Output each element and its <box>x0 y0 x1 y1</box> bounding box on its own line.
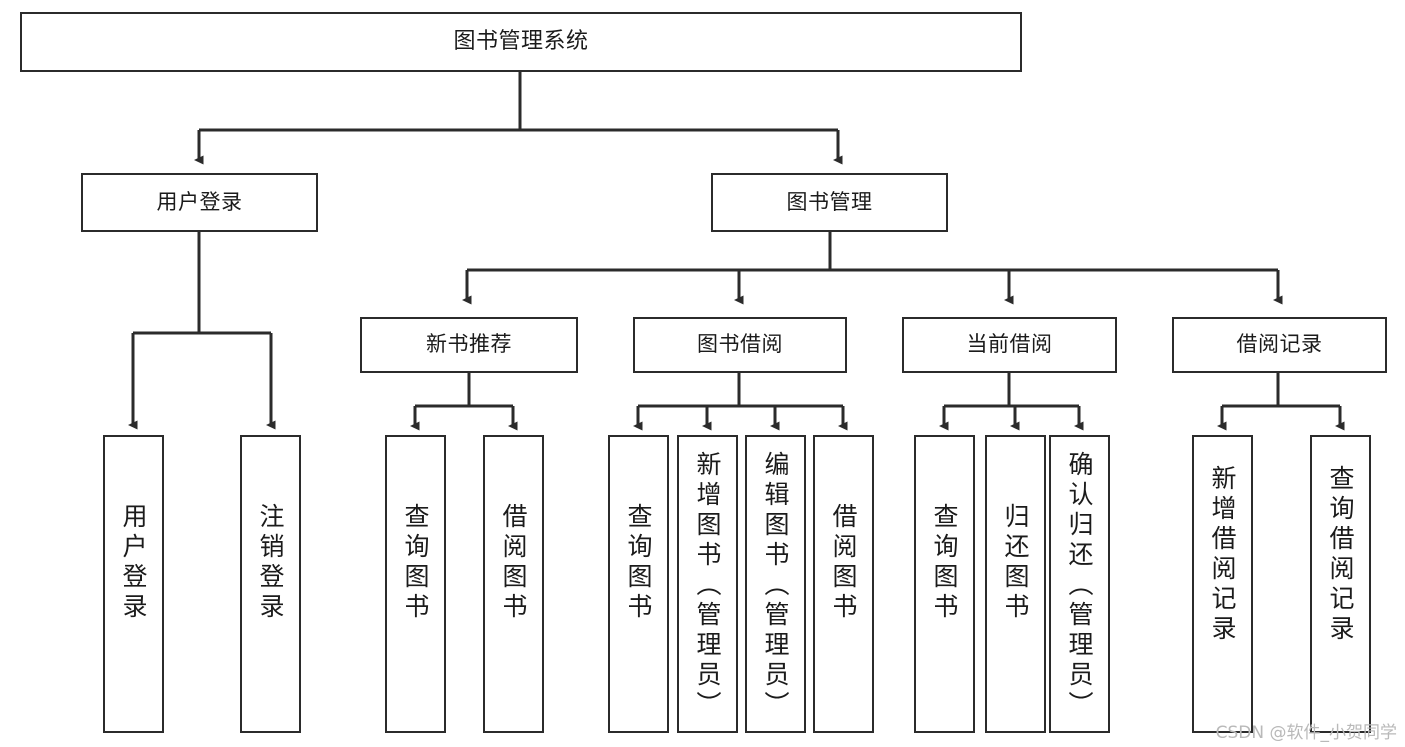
node-current-borrow-label: 当前借阅 <box>966 332 1053 357</box>
node-leaf-confirm-return[interactable]: 确认归还（管理员） <box>1049 435 1110 733</box>
node-book-manage-label: 图书管理 <box>786 189 873 214</box>
node-leaf-confirm-return-label: 确认归还（管理员） <box>1065 451 1094 721</box>
node-leaf-user-logout-label: 注销登录 <box>256 503 285 623</box>
node-user-login-label: 用户登录 <box>156 189 243 214</box>
node-leaf-borrow-book-1-label: 借阅图书 <box>499 503 528 623</box>
node-root-label: 图书管理系统 <box>453 28 589 54</box>
node-leaf-return-book[interactable]: 归还图书 <box>985 435 1046 733</box>
node-leaf-query-record-label: 查询借阅记录 <box>1326 465 1355 645</box>
node-borrow-record[interactable]: 借阅记录 <box>1172 317 1387 373</box>
node-leaf-user-login-label: 用户登录 <box>119 503 148 623</box>
node-leaf-query-book-1[interactable]: 查询图书 <box>385 435 446 733</box>
node-leaf-query-book-2[interactable]: 查询图书 <box>608 435 669 733</box>
node-leaf-query-record[interactable]: 查询借阅记录 <box>1310 435 1371 733</box>
node-leaf-borrow-book-2[interactable]: 借阅图书 <box>813 435 874 733</box>
node-user-login[interactable]: 用户登录 <box>81 173 318 232</box>
node-leaf-user-logout[interactable]: 注销登录 <box>240 435 301 733</box>
node-book-borrow-label: 图书借阅 <box>697 332 783 357</box>
node-leaf-borrow-book-2-label: 借阅图书 <box>829 503 858 623</box>
node-leaf-user-login[interactable]: 用户登录 <box>103 435 164 733</box>
node-leaf-query-book-2-label: 查询图书 <box>624 503 653 623</box>
node-leaf-query-book-3[interactable]: 查询图书 <box>914 435 975 733</box>
node-leaf-add-record[interactable]: 新增借阅记录 <box>1192 435 1253 733</box>
node-new-book-rec[interactable]: 新书推荐 <box>360 317 578 373</box>
node-borrow-record-label: 借阅记录 <box>1236 332 1323 357</box>
csdn-watermark: CSDN @软件_小贺同学 <box>1215 723 1397 743</box>
node-leaf-query-book-3-label: 查询图书 <box>930 503 959 623</box>
node-leaf-return-book-label: 归还图书 <box>1001 503 1030 623</box>
node-leaf-add-book-label: 新增图书（管理员） <box>693 451 722 721</box>
node-leaf-borrow-book-1[interactable]: 借阅图书 <box>483 435 544 733</box>
node-leaf-add-book[interactable]: 新增图书（管理员） <box>677 435 738 733</box>
node-leaf-query-book-1-label: 查询图书 <box>401 503 430 623</box>
node-root[interactable]: 图书管理系统 <box>20 12 1022 72</box>
node-book-manage[interactable]: 图书管理 <box>711 173 948 232</box>
node-leaf-edit-book[interactable]: 编辑图书（管理员） <box>745 435 806 733</box>
node-new-book-rec-label: 新书推荐 <box>426 332 512 357</box>
node-current-borrow[interactable]: 当前借阅 <box>902 317 1117 373</box>
node-leaf-edit-book-label: 编辑图书（管理员） <box>761 451 790 721</box>
node-book-borrow[interactable]: 图书借阅 <box>633 317 847 373</box>
node-leaf-add-record-label: 新增借阅记录 <box>1208 465 1237 645</box>
